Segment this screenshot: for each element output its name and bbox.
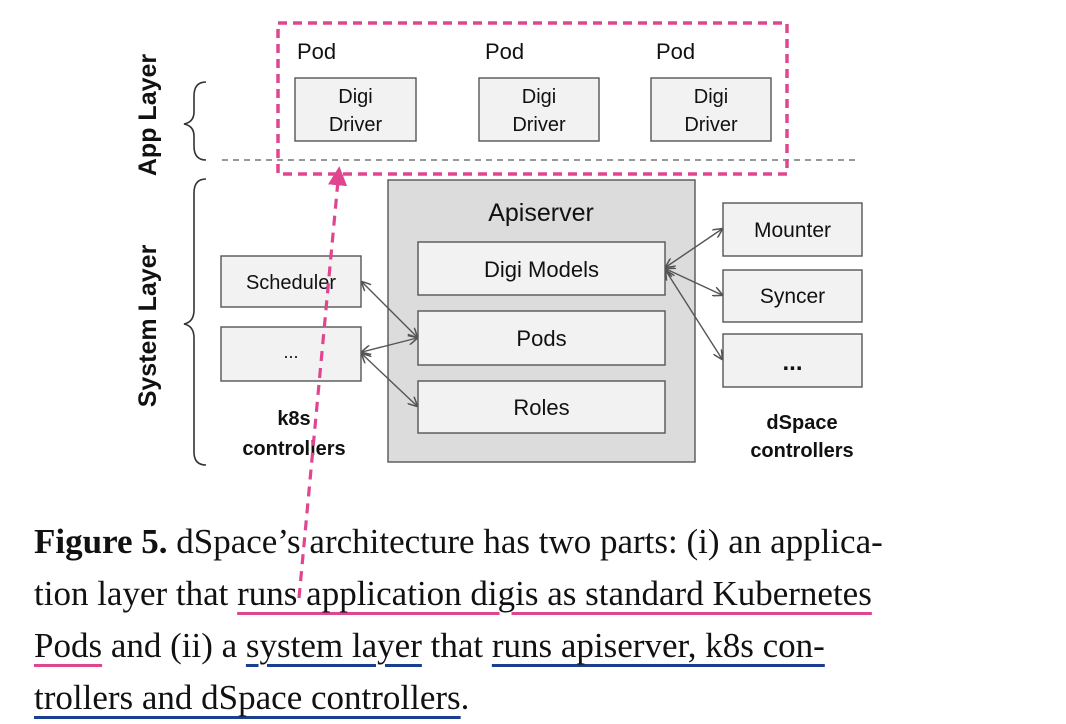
system-layer-label: System Layer (134, 244, 162, 407)
roles-box (417, 380, 666, 434)
caption-underline-app-2: Pods (34, 626, 103, 665)
pods-label: Pods (516, 326, 566, 351)
pod-2: Pod Digi Driver (478, 39, 600, 142)
caption-text-1: dSpace’s architecture has two parts: (i)… (167, 522, 883, 561)
digi-driver-line2: Driver (684, 114, 738, 136)
digi-models-label: Digi Models (484, 257, 599, 282)
mounter-box (722, 202, 863, 257)
pod-3: Pod Digi Driver (650, 39, 772, 142)
arrow-scheduler-pods (362, 282, 417, 337)
digi-models-box (417, 241, 666, 296)
digi-driver-box (650, 77, 772, 142)
roles-label: Roles (513, 395, 569, 420)
pod-label: Pod (485, 39, 524, 64)
digi-driver-line2: Driver (329, 114, 383, 136)
arrow-k8s-more-roles (362, 354, 417, 406)
dspace-controllers-caption-1: dSpace (766, 412, 837, 434)
caption-underline-system-1: runs apiserver, k8s con- (491, 626, 825, 665)
caption-underline-system-2: trollers and dSpace controllers (34, 678, 461, 717)
app-layer-label: App Layer (134, 54, 162, 177)
k8s-more-label: ... (283, 342, 298, 362)
apiserver-title: Apiserver (488, 199, 594, 227)
figure-caption: Figure 5. dSpace’s architecture has two … (34, 516, 1034, 724)
arrow-digimodels-dspace-more (666, 271, 722, 359)
arrow-digimodels-mounter (666, 229, 722, 267)
dspace-more-label: ... (782, 349, 802, 376)
syncer-label: Syncer (760, 285, 825, 308)
system-layer-brace (183, 178, 207, 466)
digi-driver-line1: Digi (522, 86, 556, 108)
digi-driver-line1: Digi (338, 86, 372, 108)
caption-underline-app-1: runs application digis as standard Kuber… (237, 574, 872, 613)
pod-label: Pod (297, 39, 336, 64)
pods-box (417, 310, 666, 366)
digi-driver-line1: Digi (694, 86, 728, 108)
dspace-controllers-caption-2: controllers (750, 440, 853, 462)
digi-driver-box (478, 77, 600, 142)
mounter-label: Mounter (754, 219, 831, 242)
k8s-more-box (220, 326, 362, 382)
annotation-arrow (297, 166, 348, 599)
scheduler-box (220, 255, 362, 308)
caption-text-3: and (ii) a (102, 626, 246, 665)
caption-underline-system-layer: system layer (245, 626, 422, 665)
digi-driver-line2: Driver (512, 114, 566, 136)
figure-label: Figure 5. (34, 522, 168, 561)
scheduler-label: Scheduler (246, 272, 336, 294)
pod-1: Pod Digi Driver (294, 39, 417, 142)
digi-driver-box (294, 77, 417, 142)
arrow-k8s-more-pods (362, 338, 417, 352)
caption-text-4: that (421, 626, 492, 665)
caption-text-5: . (460, 678, 470, 717)
app-layer-brace (183, 81, 207, 161)
k8s-controllers-caption-2: controllers (242, 438, 345, 460)
pod-label: Pod (656, 39, 695, 64)
caption-text-2: tion layer that (34, 574, 238, 613)
syncer-box (722, 269, 863, 323)
k8s-controllers-caption-1: k8s (277, 408, 310, 430)
